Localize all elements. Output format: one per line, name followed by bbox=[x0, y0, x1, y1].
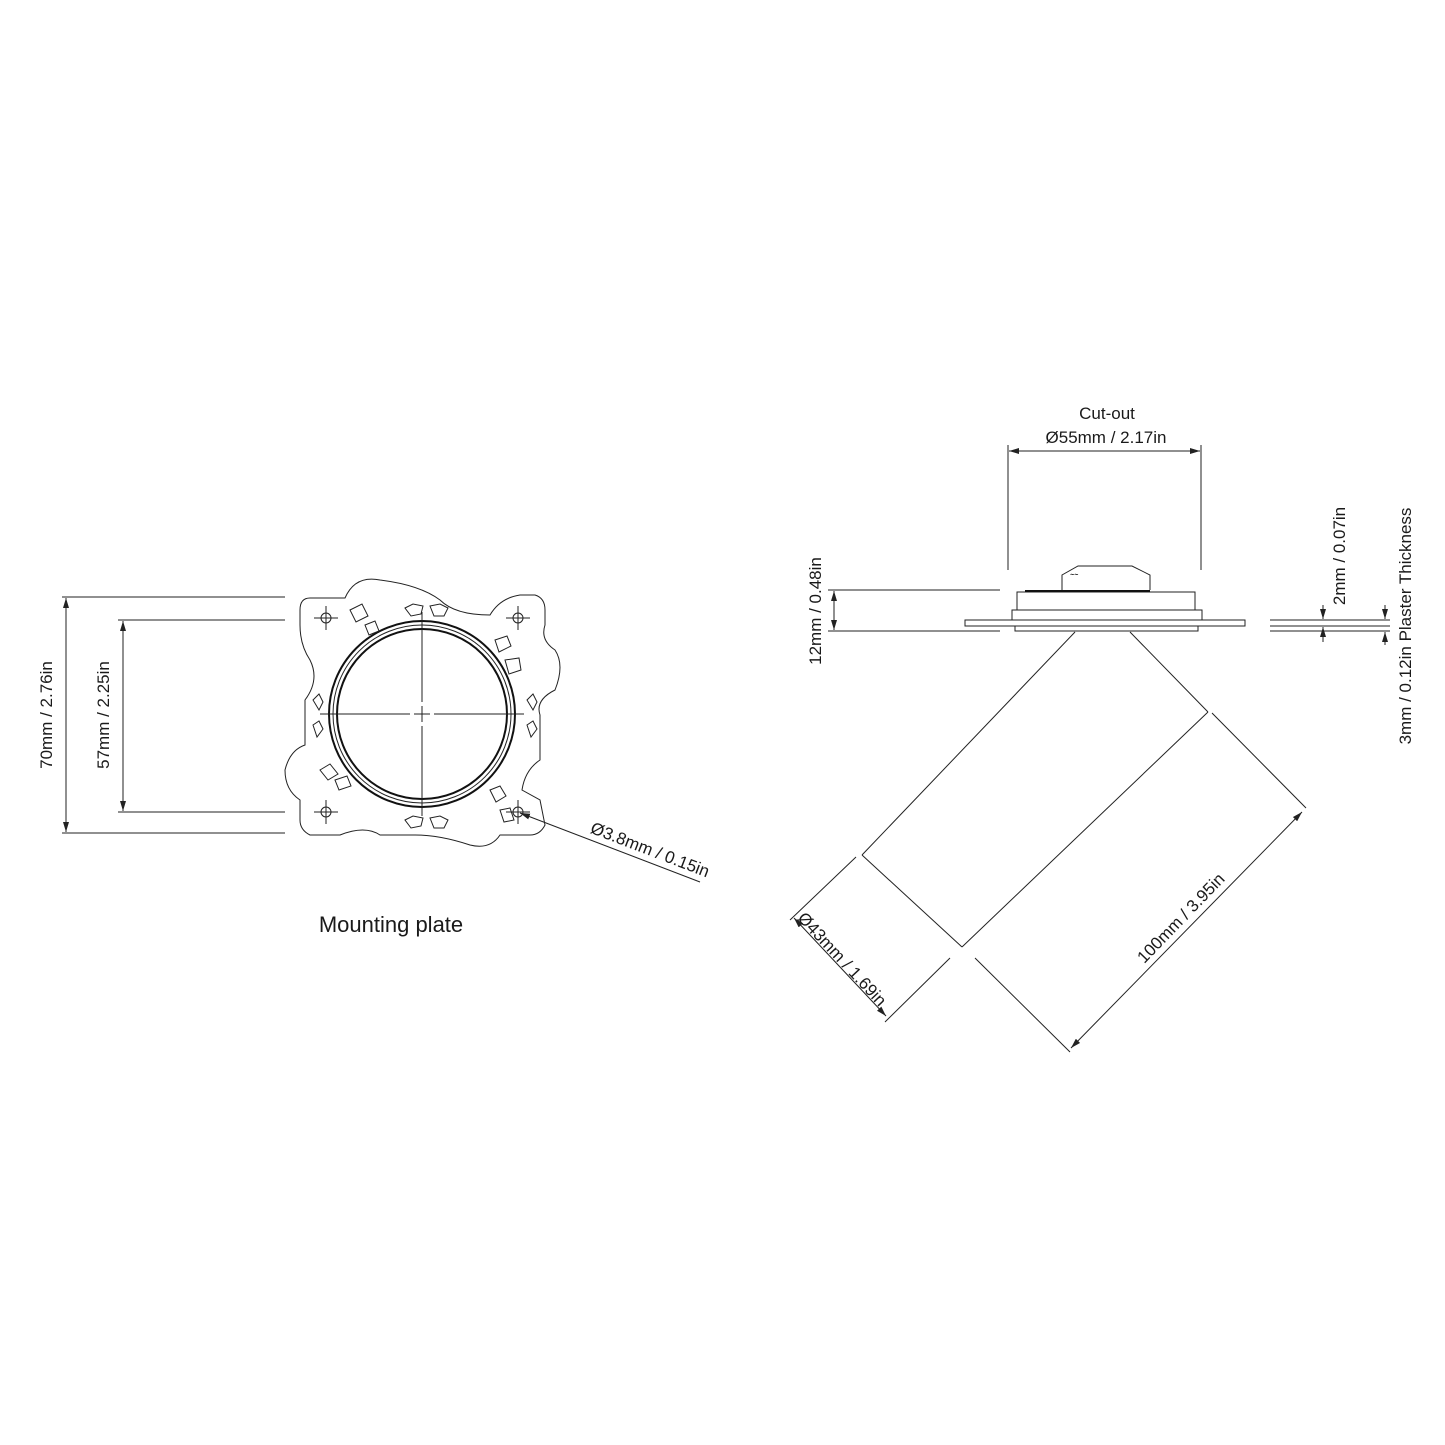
body-length-label: 100mm / 3.95in bbox=[1134, 869, 1229, 966]
plaster-thickness-label: 3mm / 0.12in Plaster Thickness bbox=[1396, 508, 1415, 745]
cutout-diameter-label: Ø55mm / 2.17in bbox=[1046, 428, 1167, 447]
flange-height-label: 12mm / 0.48in bbox=[806, 557, 825, 665]
cutout-title: Cut-out bbox=[1079, 404, 1135, 423]
brand-logo: ~~ bbox=[1070, 572, 1078, 579]
mounting-plate bbox=[284, 578, 561, 847]
plate-inner-height-label: 57mm / 2.25in bbox=[94, 661, 113, 769]
mounting-plate-caption: Mounting plate bbox=[319, 912, 463, 937]
plate-thickness-label: 2mm / 0.07in bbox=[1330, 507, 1349, 605]
fixture-dimensions bbox=[789, 445, 1390, 1053]
mounting-hole-icons bbox=[314, 606, 530, 824]
body-diameter-label: Ø43mm / 1.69in bbox=[794, 909, 890, 1010]
hole-diameter-label: Ø3.8mm / 0.15in bbox=[588, 818, 712, 881]
plate-dimensions bbox=[62, 596, 701, 883]
lattice-cutouts bbox=[312, 603, 538, 829]
plate-outer-height-label: 70mm / 2.76in bbox=[37, 661, 56, 769]
fixture-side-view: ~~ bbox=[861, 565, 1246, 948]
